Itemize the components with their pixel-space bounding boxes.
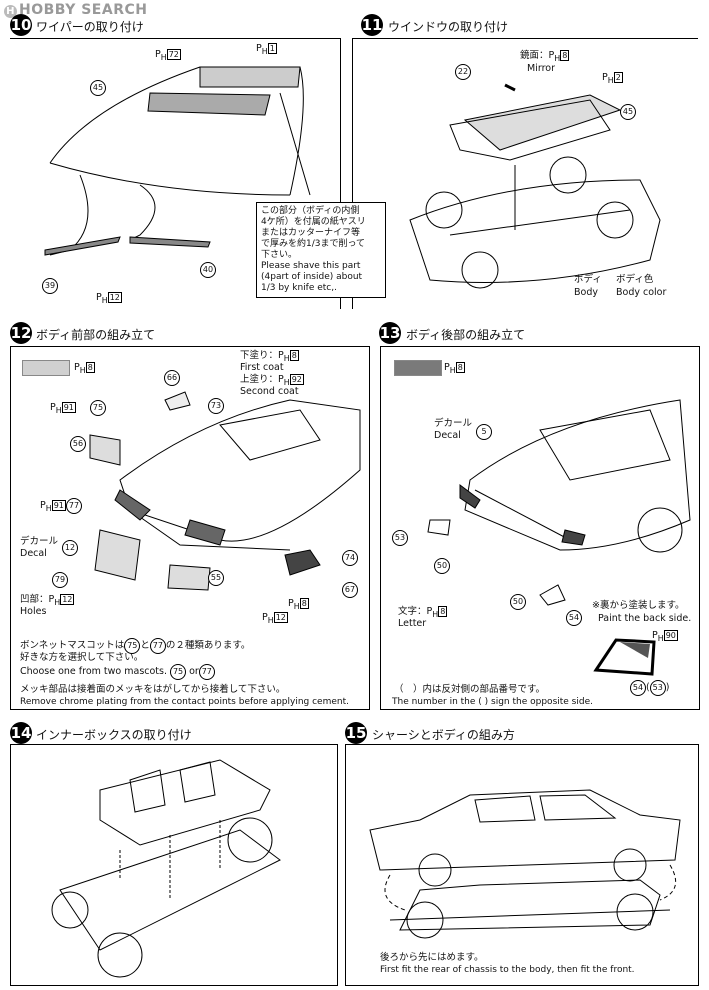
part-66: 66 bbox=[164, 370, 180, 386]
decal-label-jp-13: デカール bbox=[434, 418, 473, 429]
part-55: 55 bbox=[208, 570, 224, 586]
letter-label-en: Letter bbox=[398, 618, 427, 629]
callout-line: この部分（ボディの内側 bbox=[261, 206, 360, 216]
part-5: 5 bbox=[476, 424, 492, 440]
fit-note-jp: 後ろから先にはめます。 bbox=[380, 952, 484, 963]
color-swatch-dark bbox=[394, 360, 442, 376]
step-11-title: ウインドウの取り付け bbox=[388, 20, 509, 34]
part-77: 77 bbox=[66, 498, 82, 514]
callout-line: 4ケ所）を付属の紙ヤスリ bbox=[261, 217, 366, 227]
body-color-label-en: Body color bbox=[616, 287, 667, 298]
chrome-note-jp: メッキ部品は接着面のメッキをはがしてから接着して下さい。 bbox=[20, 684, 286, 695]
step-15-title: シャーシとボディの組み方 bbox=[372, 728, 515, 742]
step-11-number: 11 bbox=[361, 14, 383, 36]
holes-label-en: Holes bbox=[20, 606, 47, 617]
decal-label-en-13: Decal bbox=[434, 430, 461, 441]
part-67: 67 bbox=[342, 582, 358, 598]
step-12-title: ボディ前部の組み立て bbox=[36, 328, 156, 342]
paint-back-en: Paint the back side. bbox=[598, 613, 692, 624]
part-73: 73 bbox=[208, 398, 224, 414]
chrome-note-en: Remove chrome plating from the contact p… bbox=[20, 697, 349, 707]
rear-lamp-part-drawing bbox=[593, 638, 656, 676]
callout-line: またはカッターナイフ等 bbox=[261, 228, 361, 238]
callout-line: 1/3 by knife etc,. bbox=[261, 283, 337, 293]
part-39: 39 bbox=[42, 278, 58, 294]
part-56: 56 bbox=[70, 436, 86, 452]
part-75: 75 bbox=[90, 400, 106, 416]
body-color-label-jp: ボディ色 bbox=[616, 274, 654, 285]
part-45-b: 45 bbox=[620, 104, 636, 120]
body-label-en: Body bbox=[574, 287, 598, 298]
step-10-number: 10 bbox=[10, 14, 32, 36]
callout-line: 下さい。 bbox=[261, 250, 298, 260]
logo-text: HOBBY SEARCH bbox=[19, 2, 148, 18]
paint-back-jp: ※裏から塗装します。 bbox=[592, 600, 685, 611]
body-label-jp: ボディ bbox=[574, 274, 602, 285]
callout-line: で厚みを約1/3まで削って bbox=[261, 239, 366, 249]
step-11-panel-border bbox=[352, 38, 698, 309]
step-15-number: 15 bbox=[345, 722, 367, 744]
part-53: 53 bbox=[392, 530, 408, 546]
decal-label-en-12: Decal bbox=[20, 548, 47, 559]
part-50-b: 50 bbox=[510, 594, 526, 610]
step-10-panel-border bbox=[10, 38, 341, 309]
window-body-drawing bbox=[409, 83, 661, 289]
shave-callout: この部分（ボディの内側 4ケ所）を付属の紙ヤスリ またはカッターナイフ等 で厚み… bbox=[256, 202, 386, 298]
part-40: 40 bbox=[200, 262, 216, 278]
first-coat-en: First coat bbox=[240, 362, 284, 373]
part-50-a: 50 bbox=[434, 558, 450, 574]
step-14-panel bbox=[10, 744, 338, 986]
second-coat-en: Second coat bbox=[240, 386, 299, 397]
part-45: 45 bbox=[90, 80, 106, 96]
step-14-title: インナーボックスの取り付け bbox=[36, 728, 192, 742]
logo-badge-icon: H bbox=[4, 5, 17, 18]
fit-note-en: First fit the rear of chassis to the bod… bbox=[380, 965, 635, 975]
step-14-number: 14 bbox=[10, 722, 32, 744]
part-79: 79 bbox=[52, 572, 68, 588]
part-pair-54-53: 54(53) bbox=[630, 680, 669, 696]
step-12-number: 12 bbox=[10, 322, 32, 344]
step-10-title: ワイパーの取り付け bbox=[36, 20, 144, 34]
part-12: 12 bbox=[62, 540, 78, 556]
mirror-label-en: Mirror bbox=[527, 63, 555, 74]
part-22: 22 bbox=[455, 64, 471, 80]
decal-label-jp-12: デカール bbox=[20, 536, 59, 547]
callout-line: Please shave this part bbox=[261, 261, 361, 271]
rear-body-drawing bbox=[427, 399, 691, 606]
part-54: 54 bbox=[566, 610, 582, 626]
step-13-number: 13 bbox=[379, 322, 401, 344]
part-74: 74 bbox=[342, 550, 358, 566]
windshield-wiper-drawing bbox=[44, 66, 311, 256]
callout-line: (4part of inside) about bbox=[261, 272, 363, 282]
mascot-note-jp2: 好きな方を選択して下さい。 bbox=[20, 652, 144, 663]
chassis-body-fit-drawing bbox=[369, 789, 681, 939]
inner-box-chassis-drawing bbox=[51, 759, 281, 978]
front-body-drawing bbox=[89, 391, 361, 591]
color-swatch-light bbox=[22, 360, 70, 376]
step-13-title: ボディ後部の組み立て bbox=[406, 328, 526, 342]
paren-note-jp: （ ）内は反対側の部品番号です。 bbox=[394, 684, 546, 695]
paren-note-en: The number in the ( ) sign the opposite … bbox=[392, 697, 593, 707]
